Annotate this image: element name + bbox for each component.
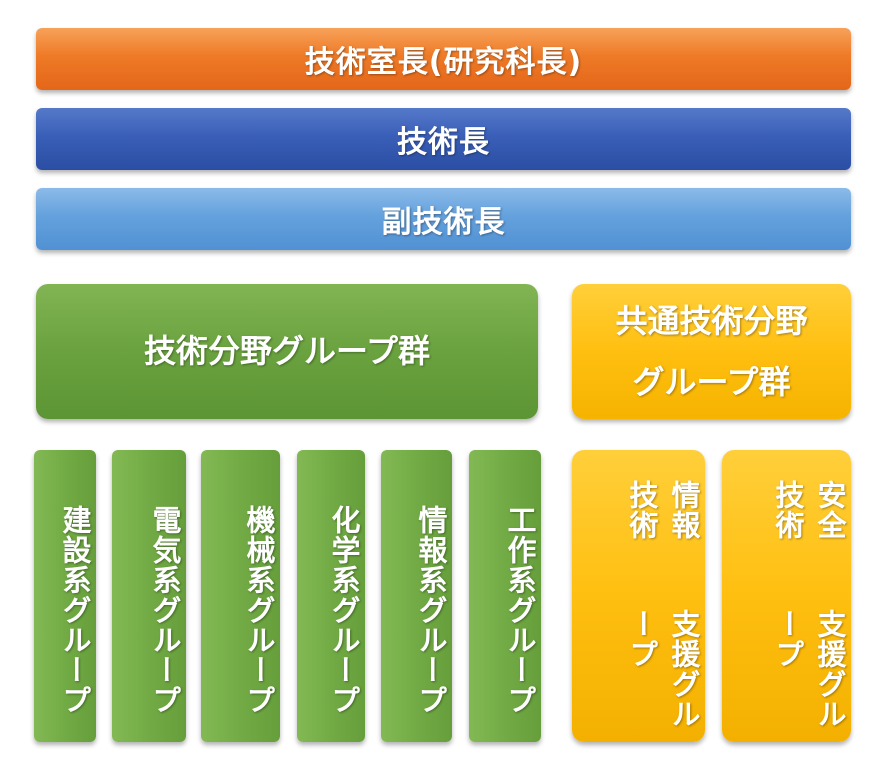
information-technology-support-label-line1: 情報技術 [625,480,701,540]
technical-field-cluster-box: 技術分野グループ群 [36,284,538,419]
technical-office-head-box: 技術室長(研究科長) [36,28,851,90]
machining-group-label: 工作系グループ [503,505,537,715]
safety-technology-support-label-line1: 安全技術 [771,480,847,540]
electrical-group-box: 電気系グループ [112,450,186,742]
mechanical-group-label: 機械系グループ [242,505,276,715]
safety-technology-support-group-box: 安全技術 支援グループ [722,450,851,742]
information-technology-support-group-box: 情報技術 支援グループ [572,450,705,742]
chief-technician-box: 技術長 [36,108,851,170]
electrical-group-label: 電気系グループ [148,505,182,715]
technical-field-cluster-label: 技術分野グループ群 [143,332,431,371]
common-technical-cluster-label-line1: 共通技術分野 [615,301,808,340]
chief-technician-label: 技術長 [397,125,490,160]
information-group-label: 情報系グループ [414,505,448,715]
technical-office-head-label: 技術室長(研究科長) [304,45,583,80]
construction-group-box: 建設系グループ [34,450,96,742]
chemical-group-box: 化学系グループ [297,450,365,742]
information-group-box: 情報系グループ [381,450,452,742]
chemical-group-label: 化学系グループ [327,505,361,715]
deputy-chief-technician-label: 副技術長 [381,205,506,240]
machining-group-box: 工作系グループ [469,450,541,742]
common-technical-cluster-label-line2: グループ群 [632,362,791,401]
deputy-chief-technician-box: 副技術長 [36,188,851,250]
mechanical-group-box: 機械系グループ [201,450,280,742]
information-technology-support-label-line2: 支援グループ [625,608,701,729]
common-technical-cluster-box: 共通技術分野 グループ群 [572,284,851,419]
safety-technology-support-label-line2: 支援グループ [771,608,847,729]
construction-group-label: 建設系グループ [58,505,92,715]
